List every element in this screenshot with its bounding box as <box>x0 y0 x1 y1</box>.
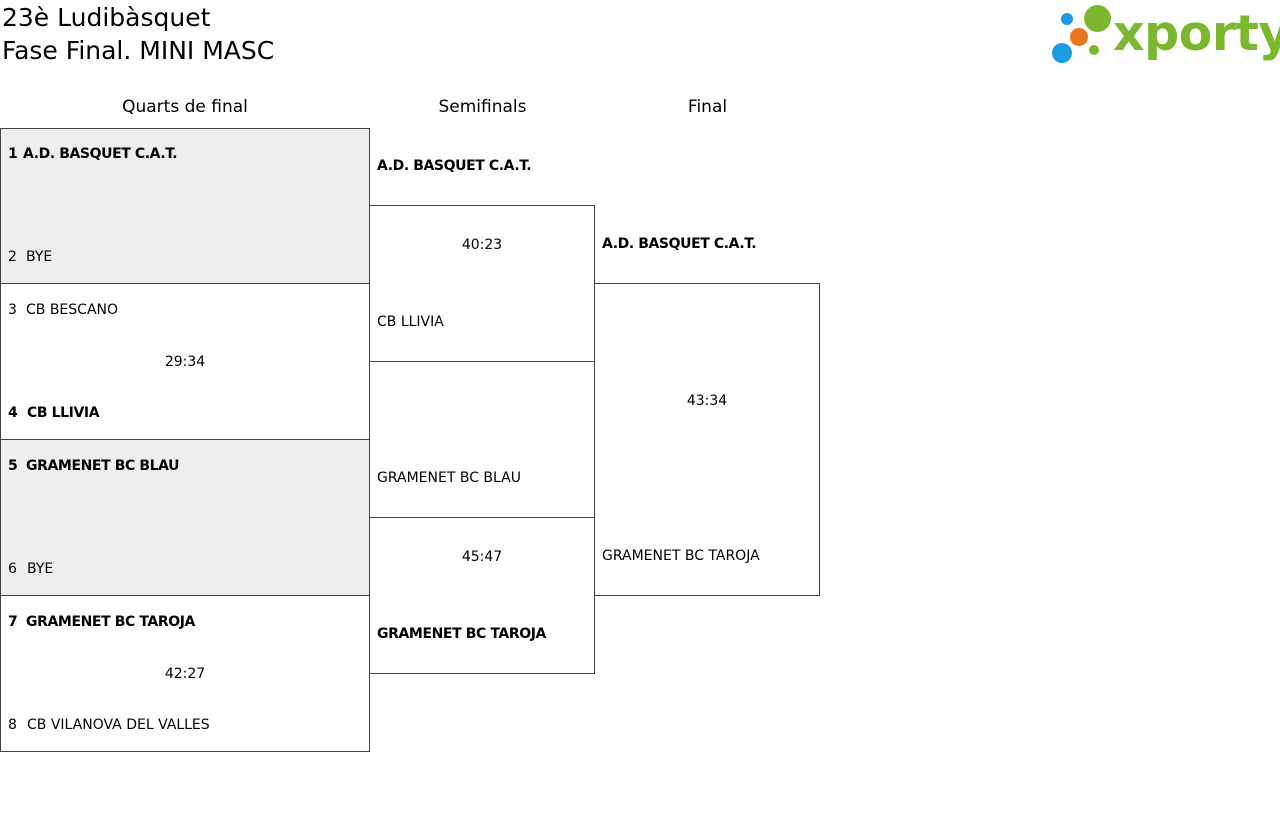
sf2-team2: GRAMENET BC TAROJA <box>377 626 546 642</box>
logo-wordmark: xporty <box>1113 5 1280 62</box>
final-team2: GRAMENET BC TAROJA <box>602 548 760 564</box>
sf1-score: 40:23 <box>461 237 503 253</box>
seed-number: 7 <box>8 614 18 630</box>
seed-number: 4 <box>8 405 18 421</box>
final-match[interactable] <box>594 283 820 596</box>
qf3-team1: 5 GRAMENET BC BLAU <box>8 457 179 475</box>
logo-dot-blue-icon <box>1061 13 1073 25</box>
xporty-logo[interactable]: xporty <box>1050 4 1280 68</box>
sf1-team2: CB LLIVIA <box>377 314 444 330</box>
quarterfinal-match-1[interactable] <box>0 128 370 284</box>
phase-subtitle: Fase Final. MINI MASC <box>2 36 275 65</box>
sf2-score: 45:47 <box>461 549 503 565</box>
seed-number: 5 <box>8 458 18 474</box>
qf4-team2: 8 CB VILANOVA DEL VALLES <box>8 716 210 734</box>
seed-number: 8 <box>8 717 17 733</box>
qf1-team1: 1 A.D. BASQUET C.A.T. <box>8 145 178 163</box>
team-name: CB BESCANO <box>26 302 119 318</box>
team-name: BYE <box>26 249 53 265</box>
tournament-title: 23è Ludibàsquet <box>2 3 211 32</box>
qf4-team1: 7 GRAMENET BC TAROJA <box>8 613 195 631</box>
sf2-team1: GRAMENET BC BLAU <box>377 470 521 486</box>
round-header-quarters: Quarts de final <box>122 97 248 117</box>
qf2-score: 29:34 <box>164 354 206 370</box>
semifinal-match-1[interactable] <box>369 205 595 362</box>
team-name: CB LLIVIA <box>27 405 100 421</box>
logo-dot-green-small-icon <box>1089 45 1099 55</box>
round-header-final: Final <box>687 97 728 117</box>
sf1-team1: A.D. BASQUET C.A.T. <box>377 158 532 174</box>
final-team1: A.D. BASQUET C.A.T. <box>602 236 757 252</box>
round-header-semis: Semifinals <box>438 97 527 117</box>
seed-number: 6 <box>8 561 17 577</box>
team-name: A.D. BASQUET C.A.T. <box>23 146 178 162</box>
logo-dot-orange-icon <box>1070 28 1088 46</box>
final-score: 43:34 <box>686 393 728 409</box>
seed-number: 3 <box>8 302 17 318</box>
qf1-team2: 2 BYE <box>8 248 52 266</box>
seed-number: 1 <box>8 146 18 162</box>
qf2-team2: 4 CB LLIVIA <box>8 404 100 422</box>
qf3-team2: 6 BYE <box>8 560 53 578</box>
seed-number: 2 <box>8 249 17 265</box>
qf4-score: 42:27 <box>164 666 206 682</box>
team-name: GRAMENET BC BLAU <box>26 458 180 474</box>
semifinal-match-2[interactable] <box>369 517 595 674</box>
team-name: GRAMENET BC TAROJA <box>26 614 195 630</box>
logo-dot-green-icon <box>1084 5 1111 32</box>
team-name: CB VILANOVA DEL VALLES <box>27 717 210 733</box>
qf2-team1: 3 CB BESCANO <box>8 301 118 319</box>
logo-dot-blue-large-icon <box>1052 43 1072 63</box>
team-name: BYE <box>27 561 54 577</box>
quarterfinal-match-3[interactable] <box>0 439 370 596</box>
